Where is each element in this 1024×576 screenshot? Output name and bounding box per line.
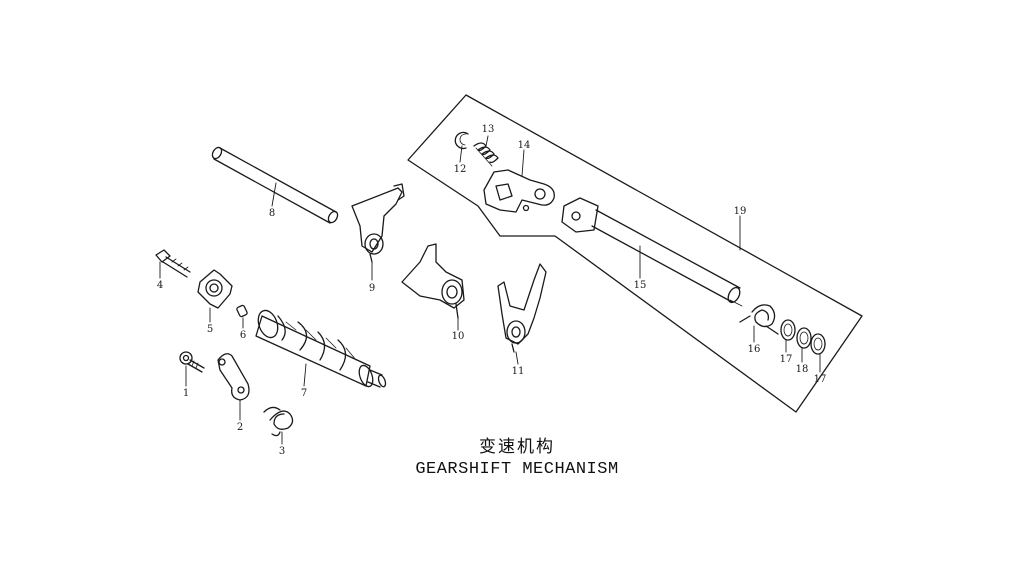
part-14-shift-plate — [483, 169, 555, 213]
callout-17b: 17 — [814, 374, 827, 385]
part-9-shift-fork — [351, 183, 405, 263]
callout-17a: 17 — [780, 354, 793, 365]
part-5-star-plate — [197, 269, 233, 309]
leader-14 — [521, 149, 525, 177]
part-17-washer — [780, 319, 796, 341]
leader-7 — [303, 363, 307, 387]
part-8-fork-shaft — [211, 146, 339, 224]
part-7-shift-drum — [255, 309, 387, 388]
callout-10: 10 — [452, 331, 465, 342]
callout-8: 8 — [269, 208, 275, 219]
part-11-shift-fork — [497, 263, 547, 353]
callout-13: 13 — [482, 124, 495, 135]
part-1-bolt — [179, 351, 205, 373]
callout-15: 15 — [634, 280, 647, 291]
callout-12: 12 — [454, 164, 467, 175]
leader-11 — [515, 351, 519, 365]
callout-18: 18 — [796, 364, 809, 375]
part-2-stopper-arm — [217, 353, 250, 401]
title-english: GEARSHIFT MECHANISM — [415, 460, 619, 479]
leader-12 — [459, 145, 463, 163]
callout-3: 3 — [279, 446, 285, 457]
leader-8 — [271, 182, 277, 207]
part-15-spindle — [561, 197, 743, 307]
callout-19: 19 — [734, 206, 747, 217]
callout-5: 5 — [207, 324, 213, 335]
callout-7: 7 — [301, 388, 307, 399]
callout-6: 6 — [240, 330, 246, 341]
part-16-return-spring — [739, 304, 779, 335]
part-4-bolt — [155, 249, 191, 278]
leader-13 — [485, 135, 489, 147]
part-6-pin — [236, 304, 248, 318]
callout-14: 14 — [518, 140, 531, 151]
part-13-spring — [473, 142, 499, 167]
part-10-shift-fork — [401, 243, 465, 319]
callout-4: 4 — [157, 280, 163, 291]
part-17-washer-2 — [810, 333, 826, 355]
callout-2: 2 — [237, 422, 243, 433]
part-18-washer — [796, 327, 812, 349]
title-chinese: 变速机构 — [479, 437, 555, 457]
subassembly-outline — [407, 94, 863, 413]
callout-11: 11 — [512, 366, 525, 377]
callout-9: 9 — [369, 283, 375, 294]
part-3-spring — [263, 406, 294, 437]
callout-1: 1 — [183, 388, 189, 399]
callout-16: 16 — [748, 344, 761, 355]
